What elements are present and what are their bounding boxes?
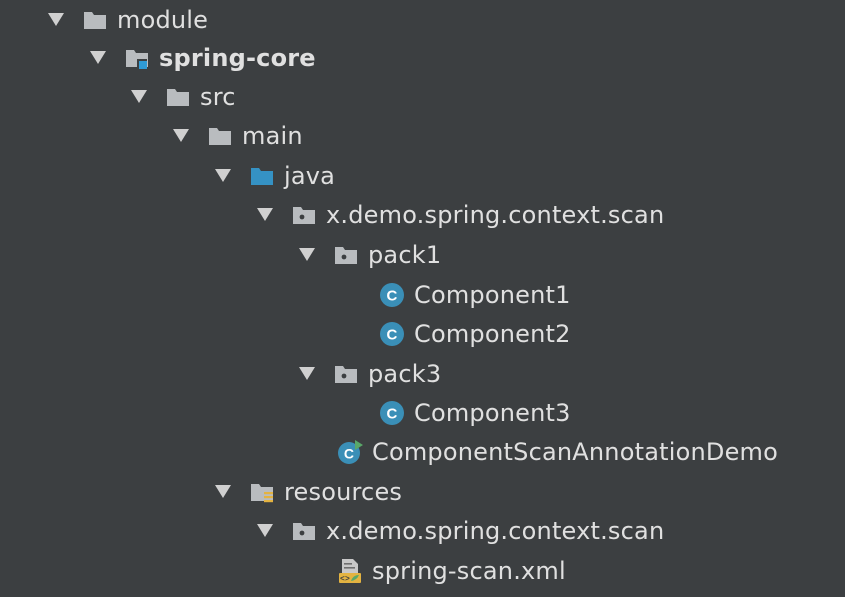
tree-node-resources[interactable]: resources — [0, 472, 845, 512]
expand-arrow-icon[interactable] — [254, 204, 276, 226]
node-label: ComponentScanAnnotationDemo — [372, 438, 779, 466]
svg-text:C: C — [344, 446, 354, 462]
folder-icon — [164, 83, 192, 111]
class-icon: C — [378, 399, 406, 427]
tree-node-component3[interactable]: C Component3 — [0, 393, 845, 433]
class-icon: C — [378, 281, 406, 309]
tree-node-spring-core[interactable]: spring-core — [0, 38, 845, 78]
tree-node-pack3[interactable]: pack3 — [0, 354, 845, 394]
tree-node-pack1[interactable]: pack1 — [0, 235, 845, 275]
svg-text:C: C — [386, 288, 397, 305]
folder-icon — [81, 6, 109, 34]
expand-arrow-icon[interactable] — [128, 86, 150, 108]
svg-text:<>: <> — [340, 575, 350, 584]
package-icon — [332, 360, 360, 388]
tree-node-component1[interactable]: C Component1 — [0, 275, 845, 315]
svg-text:C: C — [386, 327, 397, 344]
tree-node-src[interactable]: src — [0, 77, 845, 117]
node-label: Component3 — [414, 399, 571, 427]
folder-icon — [206, 122, 234, 150]
expand-arrow-icon[interactable] — [170, 125, 192, 147]
node-label: main — [242, 122, 303, 150]
tree-node-component2[interactable]: C Component2 — [0, 314, 845, 354]
node-label: resources — [284, 478, 403, 506]
expand-arrow-icon[interactable] — [87, 47, 109, 69]
node-label: Component2 — [414, 320, 571, 348]
tree-node-java[interactable]: java — [0, 156, 845, 196]
tree-node-main[interactable]: main — [0, 116, 845, 156]
module-folder-icon — [123, 44, 151, 72]
tree-node-resources-package[interactable]: x.demo.spring.context.scan — [0, 511, 845, 551]
expand-arrow-icon[interactable] — [212, 481, 234, 503]
node-label: module — [117, 6, 209, 34]
source-folder-icon — [248, 162, 276, 190]
node-label: x.demo.spring.context.scan — [326, 517, 665, 545]
expand-arrow-icon[interactable] — [296, 363, 318, 385]
expand-arrow-icon[interactable] — [296, 244, 318, 266]
expand-arrow-icon[interactable] — [45, 9, 67, 31]
tree-node-package-scan[interactable]: x.demo.spring.context.scan — [0, 195, 845, 235]
tree-node-module[interactable]: module — [0, 0, 845, 40]
node-label: x.demo.spring.context.scan — [326, 201, 665, 229]
expand-arrow-icon[interactable] — [212, 165, 234, 187]
node-label: src — [200, 83, 236, 111]
node-label: pack1 — [368, 241, 442, 269]
tree-node-demo-class[interactable]: C ComponentScanAnnotationDemo — [0, 432, 845, 472]
node-label: spring-scan.xml — [372, 557, 566, 585]
expand-arrow-icon[interactable] — [254, 520, 276, 542]
node-label: java — [284, 162, 336, 190]
package-icon — [290, 517, 318, 545]
svg-text:C: C — [386, 406, 397, 423]
spring-xml-file-icon: <> — [336, 557, 364, 585]
package-icon — [290, 201, 318, 229]
package-icon — [332, 241, 360, 269]
runnable-class-icon: C — [336, 438, 364, 466]
node-label: spring-core — [159, 44, 316, 72]
resources-folder-icon — [248, 478, 276, 506]
node-label: Component1 — [414, 281, 571, 309]
tree-node-xml-file[interactable]: <> spring-scan.xml — [0, 551, 845, 591]
node-label: pack3 — [368, 360, 442, 388]
class-icon: C — [378, 320, 406, 348]
